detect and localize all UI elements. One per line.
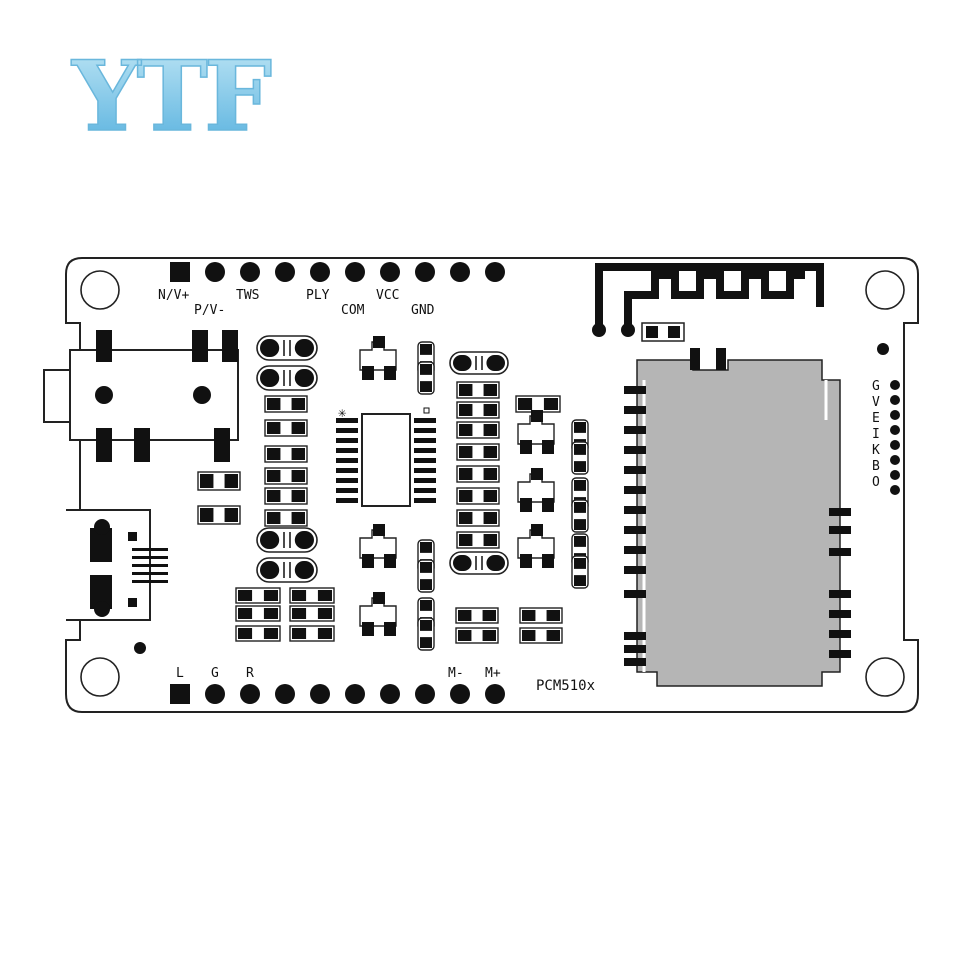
pin-label-m-plus: M+ (485, 666, 501, 681)
side-label-e: E (872, 411, 880, 426)
mounting-hole-tl (80, 270, 120, 310)
logo-text: YTF (71, 40, 271, 140)
side-label-b: B (872, 459, 880, 474)
usb-connector-icon (66, 509, 168, 654)
ytf-logo: YTF (70, 39, 275, 140)
svg-text:✳: ✳ (338, 405, 347, 421)
board-name: PCM510x (536, 678, 595, 694)
antenna-icon (595, 263, 824, 330)
side-label-v: V (872, 395, 880, 410)
pin-label-vcc: VCC (376, 288, 399, 303)
top-header-pins (170, 262, 505, 282)
pin-label-nv-plus: N/V+ (158, 288, 189, 303)
smd-components (197, 335, 589, 651)
pin-label-m-minus: M- (448, 666, 464, 681)
side-header-pins (877, 343, 900, 495)
pin-label-ply: PLY (306, 288, 330, 303)
side-label-i: I (872, 427, 880, 442)
side-label-o: O (872, 475, 880, 490)
pin-label-com: COM (341, 303, 365, 318)
side-label-k: K (872, 443, 880, 458)
mounting-holes (80, 270, 905, 697)
module-left-pads (624, 386, 646, 666)
audio-jack-icon (43, 330, 239, 462)
mounting-hole-br (865, 657, 905, 697)
ic-chip-icon: ✳ (336, 405, 436, 507)
bottom-header-pins (170, 684, 505, 704)
pin-label-pv-minus: P/V- (194, 303, 225, 318)
module-right-pads (829, 508, 851, 658)
pin-label-gnd: GND (411, 303, 435, 318)
side-label-g: G (872, 379, 880, 394)
pin-label-l: L (176, 666, 184, 681)
module-icon (636, 348, 841, 687)
pin-label-tws: TWS (236, 288, 259, 303)
antenna-component (641, 322, 685, 342)
mounting-hole-tr (865, 270, 905, 310)
pin-label-g: G (211, 666, 219, 681)
pin-label-r: R (246, 666, 254, 681)
mounting-hole-bl (80, 657, 120, 697)
